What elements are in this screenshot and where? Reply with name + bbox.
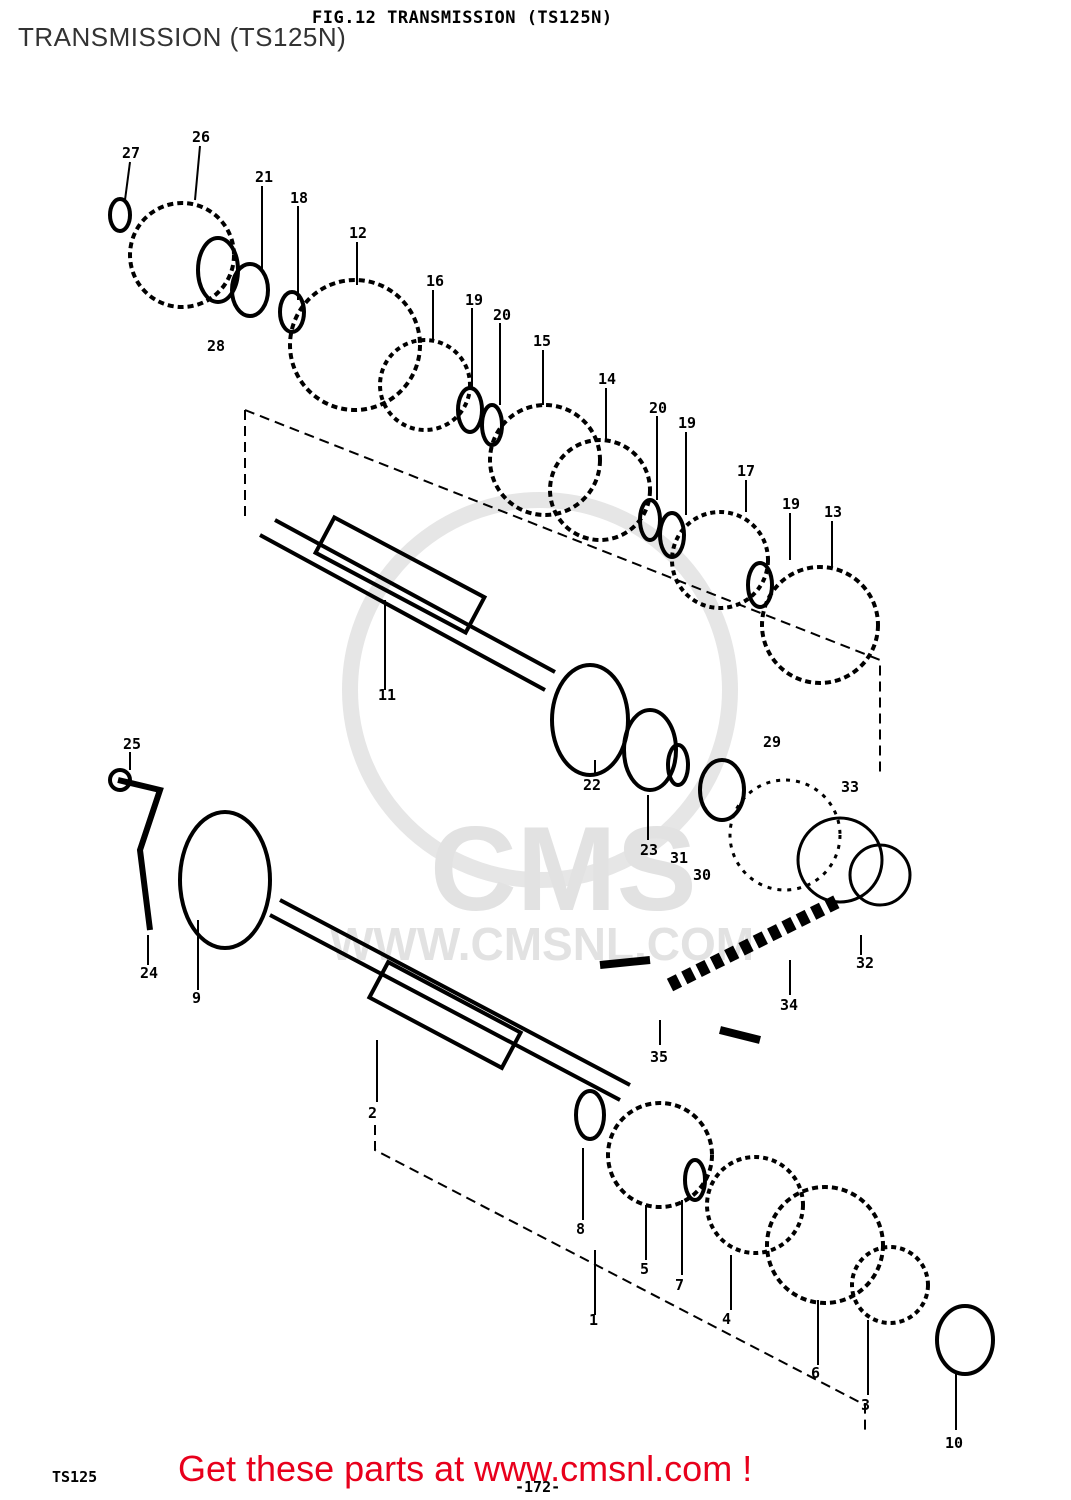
part-label-3: 3 xyxy=(861,1396,870,1414)
part-label-6: 6 xyxy=(811,1364,820,1382)
part-label-34: 34 xyxy=(780,996,798,1014)
part-label-27: 27 xyxy=(122,144,140,162)
part-label-15: 15 xyxy=(533,332,551,350)
footer-page: -172- xyxy=(515,1478,561,1496)
bearing-22 xyxy=(550,663,630,777)
part-label-23: 23 xyxy=(640,841,658,859)
part-label-14: 14 xyxy=(598,370,616,388)
gear-16 xyxy=(378,338,472,432)
part-label-32: 32 xyxy=(856,954,874,972)
mainshaft-bracket xyxy=(374,1125,866,1430)
joint-35 xyxy=(599,956,761,1044)
part-label-19c: 19 xyxy=(782,495,800,513)
countershaft-gears xyxy=(108,197,880,685)
gear-17 xyxy=(670,510,770,610)
washer-33 xyxy=(796,816,884,904)
gear-15 xyxy=(488,403,602,517)
page-title: TRANSMISSION (TS125N) xyxy=(18,22,347,52)
part-label-19b: 19 xyxy=(678,414,696,432)
part-label-20a: 20 xyxy=(493,306,511,324)
spacer-30 xyxy=(698,758,746,822)
gear-6 xyxy=(765,1185,885,1305)
washer-19c xyxy=(746,561,774,609)
screw-25 xyxy=(108,768,132,792)
part-label-13: 13 xyxy=(824,503,842,521)
part-label-35: 35 xyxy=(650,1048,668,1066)
gear-3 xyxy=(850,1245,930,1325)
watermark-url: WWW.CMSNL.COM xyxy=(330,918,754,970)
gear-4 xyxy=(705,1155,805,1255)
part-label-5: 5 xyxy=(640,1260,649,1278)
bearing-9 xyxy=(178,810,272,950)
gear-14 xyxy=(548,438,652,542)
mainshaft-parts xyxy=(108,768,995,1376)
oring-31 xyxy=(666,743,690,787)
part-label-20b: 20 xyxy=(649,399,667,417)
washer-27 xyxy=(108,197,132,233)
part-label-1: 1 xyxy=(589,1311,598,1329)
part-label-16: 16 xyxy=(426,272,444,290)
figure-title: FIG.12 TRANSMISSION (TS125N) xyxy=(312,8,613,28)
part-label-31: 31 xyxy=(670,849,688,867)
mainshaft-2 xyxy=(269,898,631,1102)
watermark-logo: CMS xyxy=(430,802,697,936)
part-label-33: 33 xyxy=(841,778,859,796)
clip-20b xyxy=(638,498,662,542)
clip-7 xyxy=(683,1158,707,1202)
watermark: CMS WWW.CMSNL.COM xyxy=(330,492,754,970)
countershaft-11 xyxy=(259,514,746,822)
gear-26 xyxy=(128,201,236,309)
gear-5 xyxy=(606,1101,714,1209)
seal-23 xyxy=(622,708,678,792)
part-label-28: 28 xyxy=(207,337,225,355)
part-label-7: 7 xyxy=(675,1276,684,1294)
part-label-10: 10 xyxy=(945,1434,963,1452)
part-label-17: 17 xyxy=(737,462,755,480)
sprocket-29 xyxy=(728,778,842,892)
part-label-9: 9 xyxy=(192,989,201,1007)
part-label-25: 25 xyxy=(123,735,141,753)
countershaft-bracket xyxy=(244,409,881,775)
footer-model: TS125 xyxy=(52,1468,98,1486)
part-label-24: 24 xyxy=(140,964,158,982)
part-label-8: 8 xyxy=(576,1220,585,1238)
part-label-26: 26 xyxy=(192,128,210,146)
stopper-plate-25 xyxy=(117,777,164,931)
leader-lines xyxy=(124,145,957,1430)
nut-32 xyxy=(848,843,912,907)
washer-8 xyxy=(574,1089,606,1141)
part-label-22: 22 xyxy=(583,776,601,794)
washer-18 xyxy=(278,290,306,334)
washer-19a xyxy=(456,386,484,434)
clip-20a xyxy=(480,403,504,447)
get-parts-link[interactable]: Get these parts at www.cmsnl.com ! xyxy=(178,1448,753,1489)
gear-13 xyxy=(760,565,880,685)
part-label-19a: 19 xyxy=(465,291,483,309)
bushing-10 xyxy=(935,1304,995,1376)
part-label-30: 30 xyxy=(693,866,711,884)
part-label-11: 11 xyxy=(378,686,396,704)
part-label-29: 29 xyxy=(763,733,781,751)
gear-12 xyxy=(288,278,422,412)
part-label-21: 21 xyxy=(255,168,273,186)
part-label-2: 2 xyxy=(368,1104,377,1122)
part-label-18: 18 xyxy=(290,189,308,207)
part-label-4: 4 xyxy=(722,1310,731,1328)
part-labels: 27 26 21 18 12 28 16 19 20 15 14 20 19 1… xyxy=(122,128,963,1452)
drive-sprocket-chain xyxy=(599,778,912,1044)
part-label-12: 12 xyxy=(349,224,367,242)
bushing-21 xyxy=(230,262,270,318)
